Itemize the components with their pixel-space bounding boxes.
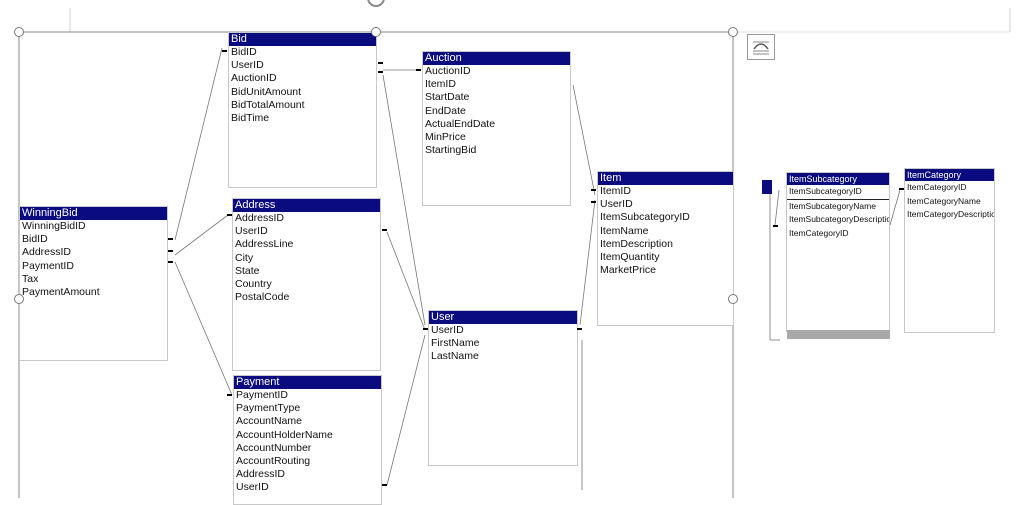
field: BidTotalAmount [231, 98, 305, 111]
field: EndDate [425, 104, 466, 117]
relationship-key [382, 229, 387, 231]
field: BidUnitAmount [231, 85, 302, 98]
field: BidID [22, 233, 48, 246]
field: ItemCategoryID [907, 182, 967, 192]
relationship-key [222, 50, 227, 52]
field: ItemQuantity [600, 251, 660, 264]
relationship-key [168, 261, 173, 263]
field: ItemID [425, 78, 456, 91]
field: UserID [235, 225, 268, 238]
field: Tax [22, 272, 39, 285]
relationship-key [168, 238, 173, 240]
relationship-key [423, 328, 428, 330]
field: UserID [600, 198, 633, 211]
field: Country [235, 278, 272, 291]
relationship-key [227, 394, 232, 396]
field: WinningBidID [22, 220, 86, 232]
field: AddressLine [235, 238, 294, 251]
table-header: Item [598, 172, 733, 185]
field: ItemSubcategoryID [600, 211, 690, 224]
field: PaymentID [236, 389, 288, 401]
table-bid[interactable]: Bid BidID UserID AuctionID BidUnitAmount… [228, 32, 377, 188]
field: FirstName [431, 337, 480, 350]
field: MarketPrice [600, 264, 657, 277]
field: ItemDescription [600, 237, 673, 250]
relationship-key [227, 214, 232, 216]
field: AccountHolderName [236, 428, 333, 441]
relationship-key [378, 62, 383, 64]
table-auction[interactable]: Auction AuctionID ItemID StartDate EndDa… [422, 51, 571, 206]
relationship-key [591, 201, 596, 203]
field: BidTime [231, 112, 270, 125]
table-itemcategory[interactable]: ItemCategory ItemCategoryID ItemCategory… [904, 168, 995, 333]
field: ItemCategoryID [789, 227, 849, 238]
field: AddressID [235, 212, 285, 224]
resize-handle-top-center[interactable] [371, 27, 381, 37]
field: MinPrice [425, 131, 466, 144]
layout-options-icon[interactable] [747, 34, 775, 60]
table-header: WinningBid [20, 207, 167, 220]
field: AccountName [236, 415, 302, 428]
field: LastName [431, 350, 479, 363]
field: PaymentType [236, 402, 301, 415]
field: AddressID [22, 246, 72, 259]
field: AccountRouting [236, 455, 311, 468]
field: BidID [231, 46, 257, 58]
field: ItemSubcategoryDescription [789, 214, 889, 225]
field: UserID [431, 324, 464, 336]
table-header: ItemCategory [905, 169, 994, 181]
relationship-key [382, 484, 387, 486]
field: UserID [236, 481, 269, 494]
field: ItemName [600, 224, 649, 237]
rotate-handle-icon [367, 0, 385, 7]
field: ItemCategoryDescription [907, 209, 994, 220]
table-itemsubcategory[interactable]: ItemSubcategory ItemSubcategoryID ItemSu… [786, 172, 890, 332]
field: ItemSubcategoryID [787, 185, 889, 200]
field: ActualEndDate [425, 117, 496, 130]
table-address[interactable]: Address AddressID UserID AddressLine Cit… [232, 198, 381, 371]
table-winningbid[interactable]: WinningBid WinningBidID BidID AddressID … [19, 206, 168, 361]
field: State [235, 264, 260, 277]
resize-handle-middle-right[interactable] [728, 294, 738, 304]
relationship-key [591, 189, 596, 191]
relationship-key [899, 188, 904, 190]
field: AccountNumber [236, 441, 312, 454]
relationship-key [577, 328, 582, 330]
resize-handle-top-right[interactable] [728, 27, 738, 37]
field: PostalCode [235, 291, 290, 304]
field: StartDate [425, 91, 470, 104]
field: PaymentID [22, 259, 74, 272]
field: StartingBid [425, 144, 477, 157]
resize-handle-middle-left[interactable] [14, 294, 24, 304]
table-scrollbar[interactable] [787, 330, 890, 339]
relationship-key [773, 225, 778, 227]
field: ItemID [600, 185, 631, 197]
field: City [235, 251, 254, 264]
field: ItemCategoryName [907, 195, 981, 206]
field: AuctionID [231, 72, 277, 85]
relationship-key [168, 250, 173, 252]
table-header: Address [233, 199, 380, 212]
relationship-key [378, 71, 383, 73]
field: ItemSubcategoryName [789, 200, 876, 211]
relationship-key [416, 69, 421, 71]
selection-marker [762, 180, 772, 194]
field: UserID [231, 59, 264, 72]
field: AddressID [236, 468, 286, 481]
table-user[interactable]: User UserID FirstName LastName [428, 310, 578, 466]
table-header: User [429, 311, 577, 324]
table-header: Bid [229, 33, 376, 46]
resize-handle-top-left[interactable] [14, 27, 24, 37]
table-header: Auction [423, 52, 570, 65]
table-payment[interactable]: Payment PaymentID PaymentType AccountNam… [233, 375, 382, 505]
field: AuctionID [425, 65, 471, 77]
table-header: ItemSubcategory [787, 173, 889, 185]
field: PaymentAmount [22, 286, 100, 299]
table-item[interactable]: Item ItemID UserID ItemSubcategoryID Ite… [597, 171, 734, 326]
table-header: Payment [234, 376, 381, 389]
